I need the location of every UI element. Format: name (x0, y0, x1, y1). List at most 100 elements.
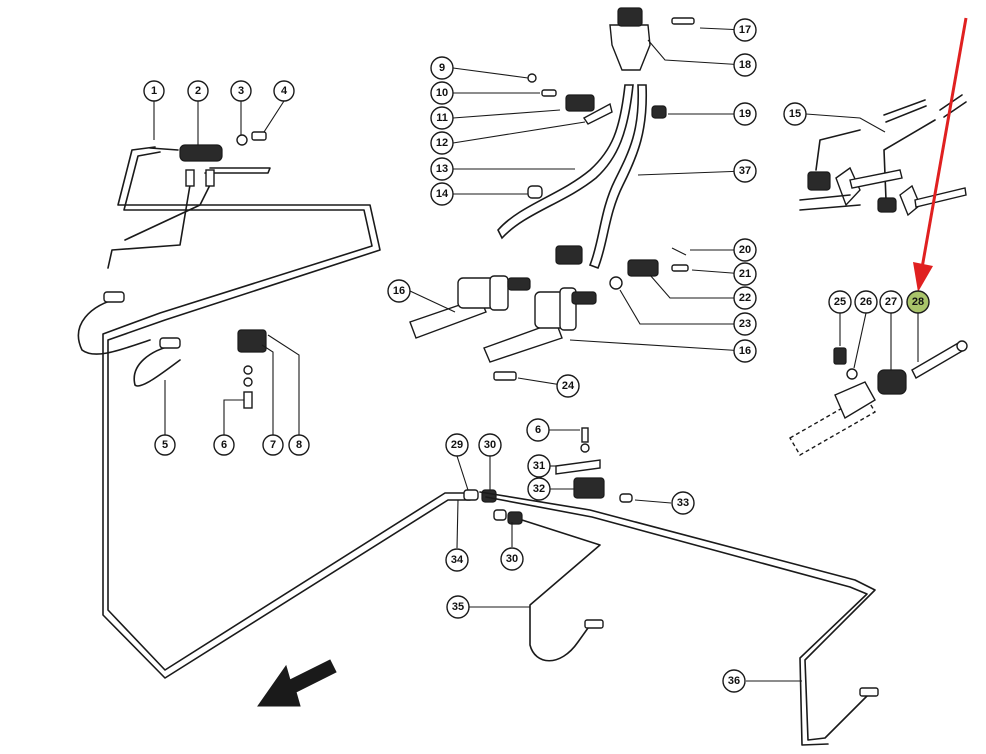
callout-12: 12 (430, 131, 454, 155)
clamp-washer-2 (243, 377, 253, 387)
callout-4: 4 (273, 80, 295, 102)
svg-text:29: 29 (451, 439, 463, 451)
detail-15 (799, 94, 967, 217)
svg-text:26: 26 (860, 296, 872, 308)
cross-pipe (204, 167, 271, 174)
svg-text:21: 21 (739, 268, 751, 280)
union-fitting-upper (507, 277, 531, 291)
pipe-1-end (149, 147, 179, 151)
callout-5: 5 (154, 434, 176, 456)
nut-30-lower (507, 511, 523, 525)
callout-26: 26 (854, 290, 878, 314)
callout-34: 34 (445, 548, 469, 572)
bolt-24 (493, 371, 517, 381)
callout-13: 13 (430, 157, 454, 181)
callout-15: 15 (783, 102, 807, 126)
callout-19: 19 (733, 102, 757, 126)
hose-37 (588, 84, 648, 270)
callout-17: 17 (733, 18, 757, 42)
pipe-35 (521, 519, 601, 662)
svg-text:1: 1 (151, 85, 157, 97)
svg-text:12: 12 (436, 137, 448, 149)
svg-text:13: 13 (436, 163, 448, 175)
main-pipe-loop-inner (102, 151, 471, 679)
leader-37 (637, 170, 746, 176)
pipe-36 (479, 491, 876, 741)
svg-text:6: 6 (535, 424, 541, 436)
callout-16-left: 16 (387, 279, 411, 303)
callout-31: 31 (527, 454, 551, 478)
svg-text:30: 30 (484, 439, 496, 451)
leader-26 (853, 312, 867, 369)
callouts: 1 2 3 4 5 6 7 8 9 10 11 12 13 14 16 (143, 18, 930, 693)
svg-text:30: 30 (506, 553, 518, 565)
leader-6 (223, 399, 244, 435)
cylinder-flange-upper (489, 275, 509, 311)
detail-15-body (799, 194, 861, 211)
reservoir-cap (617, 7, 643, 27)
callout-21: 21 (733, 262, 757, 286)
callout-24: 24 (556, 374, 580, 398)
callout-9: 9 (430, 56, 454, 80)
leader-15 (805, 113, 886, 133)
svg-text:15: 15 (789, 108, 801, 120)
bracket-31 (555, 459, 601, 475)
svg-text:16: 16 (739, 345, 751, 357)
leader-8 (267, 334, 300, 435)
banjo-22-upper (555, 245, 583, 265)
clamp-block (237, 329, 267, 353)
washer-9 (527, 73, 537, 83)
banjo-22 (627, 259, 659, 277)
leader-34 (456, 499, 459, 549)
pipe-5-lower (133, 344, 181, 387)
callout-23: 23 (733, 312, 757, 336)
svg-text:2: 2 (195, 85, 201, 97)
svg-text:36: 36 (728, 675, 740, 687)
callout-30-lower: 30 (500, 547, 524, 571)
leader-12 (452, 121, 586, 144)
main-pipe-loop (107, 146, 471, 671)
bleed-cap-25 (833, 347, 847, 365)
pipe-fitting-mid (159, 337, 181, 349)
left-pipe-assembly (77, 131, 471, 679)
svg-text:8: 8 (296, 439, 302, 451)
clamp-32 (573, 477, 605, 499)
red-pointer-line (920, 17, 968, 269)
union-fitting-lower (571, 291, 597, 305)
bolt-17 (671, 17, 695, 25)
callout-27: 27 (879, 290, 903, 314)
pin-21 (671, 264, 689, 272)
washer-6-lower (580, 443, 590, 453)
master-cylinder-lower (483, 321, 563, 363)
grommet-14 (527, 185, 543, 199)
svg-text:14: 14 (436, 188, 449, 200)
callout-14: 14 (430, 182, 454, 206)
callout-1: 1 (143, 80, 165, 102)
callout-30-upper: 30 (478, 433, 502, 457)
svg-text:27: 27 (885, 296, 897, 308)
detail-15-block-b (877, 197, 897, 213)
svg-text:34: 34 (451, 554, 464, 566)
detail-15-line-b (883, 119, 936, 201)
svg-text:5: 5 (162, 439, 168, 451)
nut-30-upper (481, 489, 497, 503)
leader-lines (153, 27, 919, 682)
callout-6-lower: 6 (526, 418, 550, 442)
leader-11 (452, 109, 561, 119)
clamp-bolt (243, 391, 253, 409)
callout-10: 10 (430, 81, 454, 105)
svg-text:33: 33 (677, 497, 689, 509)
lower-right-assembly (463, 427, 879, 746)
svg-text:3: 3 (238, 85, 244, 97)
svg-text:25: 25 (834, 296, 846, 308)
svg-text:32: 32 (533, 483, 545, 495)
svg-text:37: 37 (739, 165, 751, 177)
grommet-19 (651, 105, 667, 119)
callout-36: 36 (722, 669, 746, 693)
pin-33 (619, 493, 633, 503)
callout-33: 33 (671, 491, 695, 515)
callout-7: 7 (262, 434, 284, 456)
fluid-reservoir (609, 24, 651, 71)
cross-pipe-down-2 (124, 184, 211, 241)
